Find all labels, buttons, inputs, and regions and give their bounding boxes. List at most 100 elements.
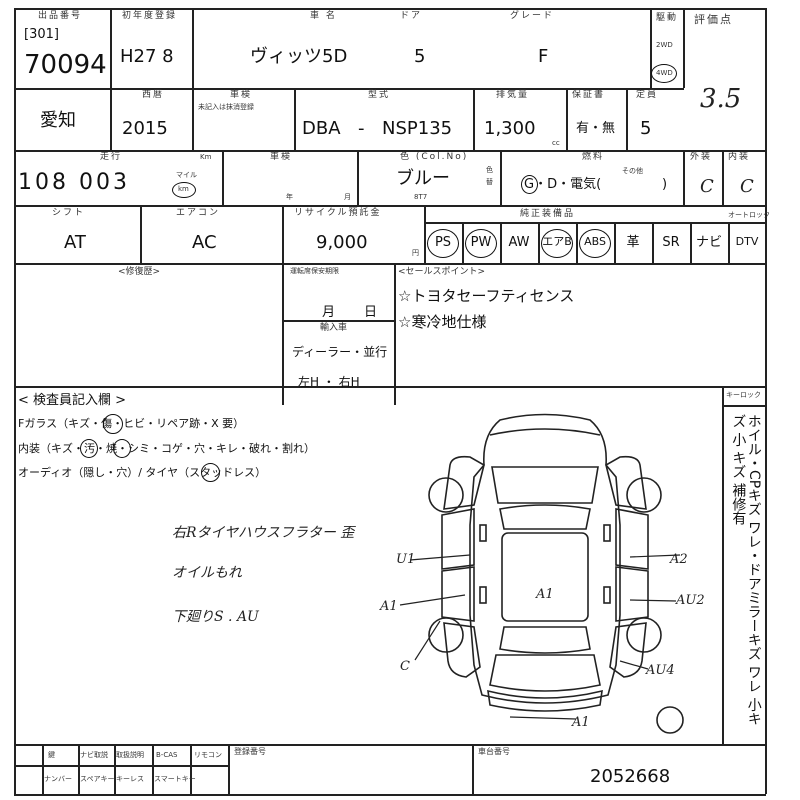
lot-number: 70094 <box>24 50 107 80</box>
other-label: オートロック <box>728 211 770 219</box>
mileage-km-circle <box>172 182 196 198</box>
damage-mark-a2: A2 <box>670 552 688 567</box>
expiry-day: 日 <box>364 305 378 320</box>
cc-unit: cc <box>552 139 560 147</box>
doors-label: ドア <box>400 11 423 21</box>
fuel-g-circle <box>521 175 538 194</box>
inspector-note-1: 右Rタイヤハウスフラター 歪 <box>172 525 355 541</box>
equipment-option-circle <box>427 229 459 258</box>
model-code: NSP135 <box>382 118 453 139</box>
damage-mark-au4: AU4 <box>646 663 675 678</box>
door-rear-left <box>441 566 475 622</box>
footer-item-keyless: キーレス <box>116 775 144 783</box>
mileage-sub: Km <box>200 153 212 161</box>
equipment-option: ナビ <box>695 235 722 250</box>
model-prefix: DBA <box>302 118 341 139</box>
equipment-option-circle <box>579 229 611 258</box>
shift-label: シフト <box>52 208 86 218</box>
fuel-options: G・D・電気( <box>524 177 602 192</box>
equipment-option-circle <box>541 229 573 258</box>
footer-item-key: 鍵 <box>48 751 55 759</box>
damage-mark-c: C <box>400 659 410 674</box>
displacement-label: 排気量 <box>496 90 530 100</box>
exterior-grade: C <box>700 176 714 197</box>
ac-value: AC <box>192 232 217 253</box>
frame-top <box>14 8 766 10</box>
fuel-other: その他 <box>622 167 643 175</box>
mileage-label: 走行 <box>100 152 123 162</box>
year-label: 西暦 <box>142 90 165 100</box>
equipment-option: 革 <box>626 235 640 250</box>
first-reg-value: H27 8 <box>120 46 174 67</box>
color-code: 8T7 <box>414 193 428 201</box>
damage-mark-u1: U1 <box>396 552 416 567</box>
grade-label: グレード <box>510 11 555 21</box>
mileage-unit-mile: マイル <box>176 171 197 179</box>
frame-right <box>765 8 767 794</box>
color-label: 色 (Col.No) <box>400 152 469 162</box>
recycle-label: リサイクル預託金 <box>294 208 382 218</box>
footer-item-manual: 取扱説明 <box>116 751 144 759</box>
model-label: 型式 <box>368 90 391 100</box>
sales-point-2: ☆寒冷地仕様 <box>398 313 487 331</box>
footer-item-bcas: B-CAS <box>156 751 178 759</box>
capacity: 5 <box>640 118 652 139</box>
interior-grade: C <box>740 176 754 197</box>
ac-label: エアコン <box>176 208 221 218</box>
car-damage-diagram <box>399 413 684 734</box>
roof <box>501 532 589 622</box>
front-bumper <box>489 428 601 436</box>
model-dash: - <box>358 118 365 139</box>
expiry-month: 月 <box>322 305 336 320</box>
inspector-audio: オーディオ（隠し・穴）/ タイヤ（スタッドレス） <box>18 466 267 479</box>
damage-mark-au2: AU2 <box>676 593 705 608</box>
color-side-label: 色替 <box>486 166 493 186</box>
body-outline <box>469 413 621 704</box>
yen-unit: 円 <box>412 249 419 257</box>
fuel-close: ) <box>662 177 668 192</box>
first-reg-label: 初年度登録 <box>122 11 178 21</box>
wheel-front-left <box>428 477 464 513</box>
damage-mark-a1-bottom: A1 <box>572 715 590 730</box>
car-name: ヴィッツ5D <box>250 46 348 67</box>
windshield <box>499 504 591 530</box>
hood <box>491 466 599 504</box>
fuel-label: 燃料 <box>582 152 605 162</box>
displacement: 1,300 <box>484 118 536 139</box>
footer-item-plate: ナンバー <box>44 775 72 783</box>
footer-item-spare-key: スペアキー <box>80 775 115 783</box>
import-type: ディーラー・並行 <box>292 345 388 359</box>
keyless-label: キーロック <box>726 391 761 399</box>
inspection-label: 車検 <box>230 90 253 100</box>
handle-position: 左H ・ 右H <box>298 375 360 389</box>
door-front-left <box>441 508 475 570</box>
doors-value: 5 <box>414 46 426 67</box>
score-label: 評価点 <box>694 13 733 26</box>
month-suffix: 月 <box>344 193 351 201</box>
mileage: 108 003 <box>18 170 130 195</box>
lot-prefix: [301] <box>24 27 59 42</box>
equipment-option: DTV <box>735 235 759 248</box>
damage-mark-a1-center: A1 <box>536 587 554 602</box>
drive-label: 駆動 <box>656 13 679 23</box>
inspection-note: 未記入は抹消登録 <box>198 103 254 111</box>
color-value: ブルー <box>396 168 450 189</box>
footer-item-smart-key: スマートキー <box>154 775 196 783</box>
frame-left <box>14 8 16 794</box>
warranty: 有・無 <box>576 121 616 136</box>
interior-label: 内装 <box>728 152 751 162</box>
rear-window <box>499 626 591 654</box>
inspector-title: < 検査員記入欄 > <box>18 393 127 408</box>
capacity-label: 定員 <box>636 90 659 100</box>
history-label: 車検 <box>270 152 293 162</box>
frame-number: 2052668 <box>590 766 671 787</box>
repair-label: <修復歴> <box>118 267 161 277</box>
exterior-label: 外装 <box>690 152 713 162</box>
equipment-label: 純正装備品 <box>520 209 576 219</box>
score-value: 3.5 <box>700 84 742 114</box>
wheel-rear-right <box>626 617 662 653</box>
model-year: 2015 <box>122 118 168 139</box>
sales-label: <セールスポイント> <box>398 267 486 277</box>
prefecture: 愛知 <box>40 110 76 131</box>
